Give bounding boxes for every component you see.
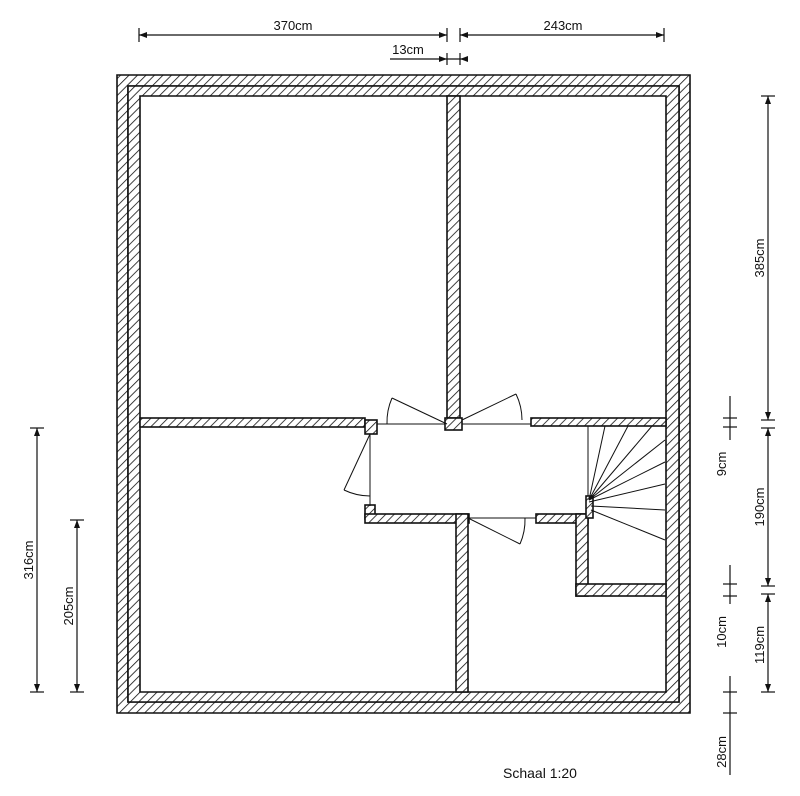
wall-hall-lower: [364, 513, 470, 524]
doors: [343, 393, 536, 545]
wall-horizontal-left: [139, 417, 366, 428]
dimension-top: 370cm 243cm 13cm: [138, 18, 665, 65]
dim-top-right-label: 243cm: [543, 18, 582, 33]
dim-wall-thickness-label: 13cm: [392, 42, 424, 57]
wall-stub-left: [364, 419, 378, 435]
door-upper-right: [461, 393, 531, 425]
walls: [116, 74, 691, 714]
exterior-wall: [116, 74, 691, 714]
dim-right-10-label: 10cm: [714, 616, 729, 648]
dimension-left: 316cm 205cm: [21, 427, 84, 693]
wall-horizontal-right: [530, 417, 667, 427]
door-upper-left: [377, 397, 448, 425]
dim-right-190-label: 190cm: [752, 487, 767, 526]
wall-vertical-upper-cap: [444, 417, 463, 431]
dim-left-205-label: 205cm: [61, 586, 76, 625]
wall-stair-bottom: [575, 583, 667, 597]
dim-right-119-label: 119cm: [752, 626, 767, 664]
dimension-right: 385cm 190cm 119cm 9cm 10cm 28cm: [714, 95, 775, 775]
dim-right-28-label: 28cm: [714, 736, 729, 768]
dim-left-316-label: 316cm: [21, 540, 36, 579]
staircase: [587, 425, 666, 541]
dim-right-9-label: 9cm: [714, 452, 729, 477]
scale-label: Schaal 1:20: [503, 765, 577, 781]
interior-outer-wall: [127, 85, 680, 703]
dim-right-385-label: 385cm: [752, 238, 767, 277]
wall-vertical-lower: [455, 513, 469, 693]
wall-vertical-upper: [446, 95, 461, 419]
door-lower-right: [467, 517, 536, 545]
door-lower-left: [343, 433, 371, 506]
dim-top-left-label: 370cm: [273, 18, 312, 33]
